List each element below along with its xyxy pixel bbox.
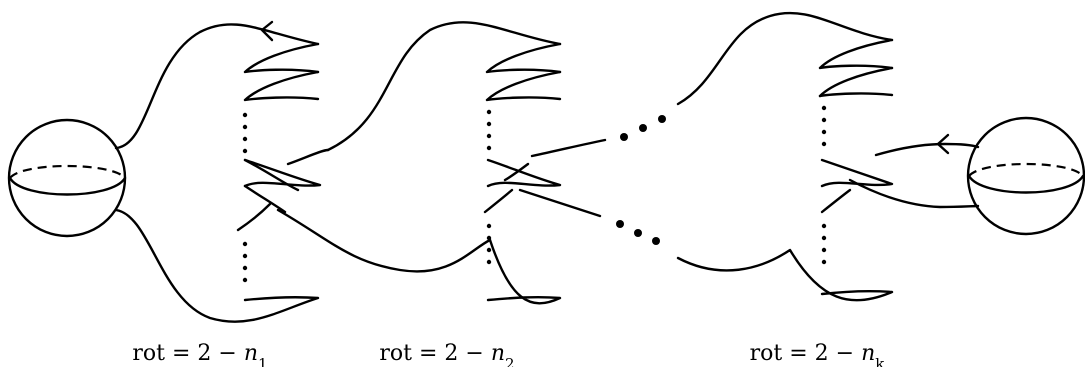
block1-top-arc [114,23,320,150]
left-sphere-outline [7,118,127,238]
block2-cusp-2 [485,70,562,102]
block1-cusp-1 [243,42,320,74]
block1-to-block2-lower [276,208,492,273]
block2-to-dots-upper [530,138,607,158]
blockk-top-arc [676,11,894,106]
block2-dots-upper [486,109,492,151]
blockk-dots-lower [821,223,827,265]
block1-cusp-3 [243,158,322,188]
blockk-to-sphere-lower [848,178,980,209]
block2-cusp-3 [486,158,562,188]
blockk-to-sphere-upper [874,142,980,157]
left-sphere-equator-front [8,176,127,196]
block1-crossing-under [243,158,300,192]
ellipsis-lower [616,220,660,245]
block2-lower-break [483,188,514,214]
blockk-dots-upper [821,105,827,147]
block-1 [114,20,492,323]
right-sphere-equator-back [968,162,1084,177]
left-sphere-equator-back [9,164,126,179]
block2-bottom-arc [486,238,562,305]
block1-strand-lower [243,184,287,214]
block-k [676,11,980,302]
block1-strand-up [286,148,330,166]
block-2 [326,21,607,305]
block1-crossing-break [236,202,272,232]
blockk-bottom-arc [676,248,894,302]
blockk-crossing-break [820,188,852,214]
block2-crossing-break [503,162,530,182]
block1-bottom-arc [114,208,320,323]
blockk-cusp-2 [818,66,894,98]
rotation-label-1: rot = 2 − n1 [132,341,267,367]
blockk-cusp-3 [820,158,894,188]
block2-dots-lower [486,223,492,265]
right-sphere-outline [966,116,1085,236]
right-sphere [966,116,1085,236]
blockk-cusp-1 [818,38,894,70]
left-sphere [7,118,127,238]
ellipsis-upper [620,115,666,141]
rotation-label-2: rot = 2 − n2 [379,341,514,367]
rotation-label-k: rot = 2 − nk [750,341,886,367]
block2-to-dots-lower [518,188,602,218]
block1-cusp-2 [243,70,320,102]
block1-orientation-arrow [260,20,274,42]
block2-top-arc [326,21,562,152]
blockk-cusp-2b [818,92,894,98]
blockk-orientation-arrow [936,133,950,155]
right-sphere-equator-front [967,174,1085,194]
block1-dots-upper [242,112,248,154]
block1-dots-lower [242,241,248,283]
block2-cusp-1 [485,42,562,74]
